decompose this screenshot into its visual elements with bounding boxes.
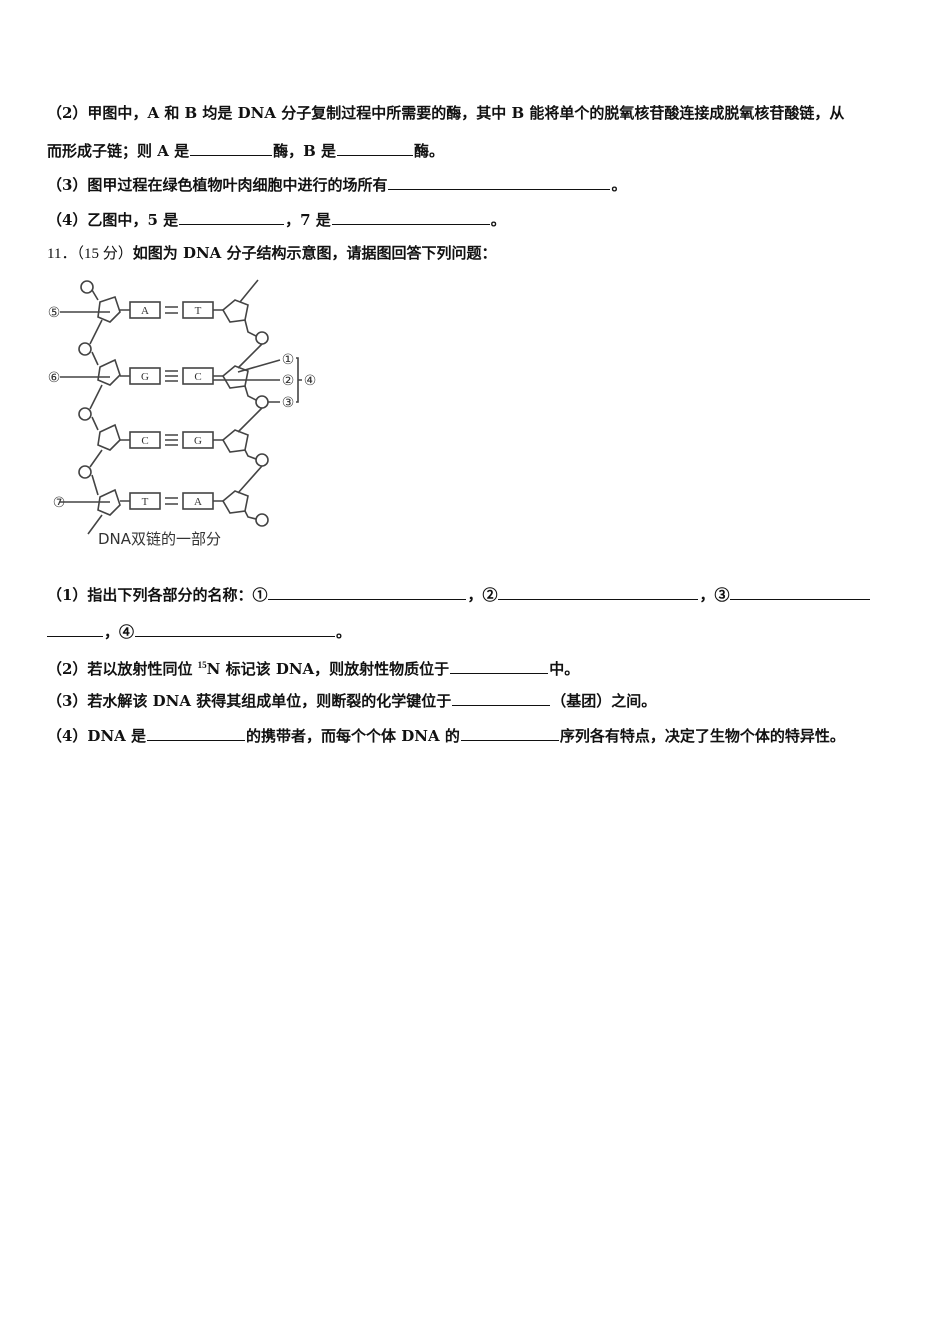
svg-text:③: ③ <box>282 395 295 411</box>
q11-part4-text-b: 的携带者，而每个个体 DNA 的 <box>246 727 460 745</box>
svg-text:⑤: ⑤ <box>48 305 61 321</box>
svg-text:A: A <box>141 305 149 317</box>
q10-part3-end: 。 <box>611 176 627 194</box>
answer-blank-radioactive-location[interactable] <box>450 658 549 674</box>
q10-part2-text-c: 酶。 <box>414 142 445 160</box>
q10-part2-line1: （2）甲图中，A 和 B 均是 DNA 分子复制过程中所需要的酶，其中 B 能将… <box>47 103 844 123</box>
answer-blank-enzyme-b[interactable] <box>337 140 413 156</box>
answer-blank-7[interactable] <box>331 209 490 225</box>
answer-blank-5[interactable] <box>179 209 285 225</box>
svg-text:G: G <box>194 435 202 447</box>
q10-part3: （3）图甲过程在绿色植物叶肉细胞中进行的场所有 。 <box>47 174 626 195</box>
svg-text:②: ② <box>282 373 295 389</box>
dna-double-strand-diagram: A T G C C G T A ⑤ ⑥ ⑦ ① ② ③ ④ <box>48 279 317 535</box>
dna-structure-figure: A T G C C G T A ⑤ ⑥ ⑦ ① ② ③ ④ <box>40 272 330 562</box>
q11-part1-sep4: ，④ <box>104 623 135 641</box>
answer-blank-4[interactable] <box>135 621 336 637</box>
q11-part4-text-c: 序列各有特点，决定了生物个体的特异性。 <box>559 727 845 745</box>
q11-part2-text-c: 中。 <box>549 660 580 678</box>
answer-blank-bond-location[interactable] <box>452 690 551 706</box>
q10-part4-text-b: ，7 是 <box>285 211 331 229</box>
svg-text:C: C <box>194 371 201 383</box>
q11-part3: （3）若水解该 DNA 获得其组成单位，则断裂的化学键位于 （基团）之间。 <box>47 690 656 711</box>
answer-blank-3[interactable] <box>730 584 871 600</box>
isotope-superscript: 15 <box>197 660 207 670</box>
q10-part2-text: A 和 B 均是 DNA 分子复制过程中所需要的酶，其中 B 能将单个的脱氧核苷… <box>147 104 845 122</box>
q11-part4-text-a: （4）DNA 是 <box>47 727 147 745</box>
q10-part4-text-c: 。 <box>490 211 506 229</box>
q11-part1-sep2: ，② <box>467 586 498 604</box>
question-number: 11． <box>47 246 77 262</box>
q10-part2-prefix: （2）甲图中， <box>47 104 148 122</box>
answer-blank-carrier[interactable] <box>147 725 246 741</box>
q11-part2-text-a: （2）若以放射性同位 <box>47 660 198 678</box>
q10-part4-text-a: （4）乙图中，5 是 <box>47 211 179 229</box>
answer-blank-enzyme-a[interactable] <box>190 140 273 156</box>
figure-caption: DNA双链的一部分 <box>98 530 222 548</box>
q10-part2-text-a: 而形成子链；则 A 是 <box>47 142 190 160</box>
q11-part1-sep3: ，③ <box>699 586 730 604</box>
svg-text:⑦: ⑦ <box>53 495 66 511</box>
svg-text:G: G <box>141 371 149 383</box>
q11-stem: 11．（15 分）如图为 DNA 分子结构示意图，请据图回答下列问题： <box>47 243 497 264</box>
svg-text:⑥: ⑥ <box>48 370 61 386</box>
question-stem: 如图为 DNA 分子结构示意图，请据图回答下列问题： <box>132 244 497 262</box>
q11-part3-text-a: （3）若水解该 DNA 获得其组成单位，则断裂的化学键位于 <box>47 692 452 710</box>
svg-text:④: ④ <box>304 373 317 389</box>
answer-blank-sequence[interactable] <box>460 725 559 741</box>
svg-text:C: C <box>141 435 148 447</box>
q11-part2-text-b: N 标记该 DNA，则放射性物质位于 <box>206 660 450 678</box>
question-score: （15 分） <box>76 246 133 262</box>
answer-blank-2[interactable] <box>498 584 699 600</box>
q10-part2-line2: 而形成子链；则 A 是 酶，B 是 酶。 <box>47 140 444 161</box>
svg-text:①: ① <box>282 352 295 368</box>
q11-part3-text-b: （基团）之间。 <box>551 692 657 710</box>
q11-part1-prefix: （1）指出下列各部分的名称：① <box>47 586 268 604</box>
answer-blank-location[interactable] <box>388 174 611 190</box>
answer-blank-1[interactable] <box>268 584 467 600</box>
answer-blank-3-continued[interactable] <box>47 621 103 637</box>
svg-text:A: A <box>194 496 202 508</box>
q11-part2: （2）若以放射性同位 15N 标记该 DNA，则放射性物质位于 中。 <box>47 655 579 679</box>
q10-part2-text-b: 酶，B 是 <box>273 142 336 160</box>
q10-part4: （4）乙图中，5 是 ，7 是 。 <box>47 209 506 230</box>
svg-text:T: T <box>195 305 202 317</box>
q10-part3-text: （3）图甲过程在绿色植物叶肉细胞中进行的场所有 <box>47 176 388 194</box>
q11-part1-end: 。 <box>336 623 352 641</box>
q11-part1-line2: ，④ 。 <box>47 621 351 642</box>
q11-part4: （4）DNA 是 的携带者，而每个个体 DNA 的 序列各有特点，决定了生物个体的特… <box>47 725 845 746</box>
svg-text:T: T <box>142 496 149 508</box>
q11-part1-line1: （1）指出下列各部分的名称：① ，② ，③ <box>47 584 871 605</box>
